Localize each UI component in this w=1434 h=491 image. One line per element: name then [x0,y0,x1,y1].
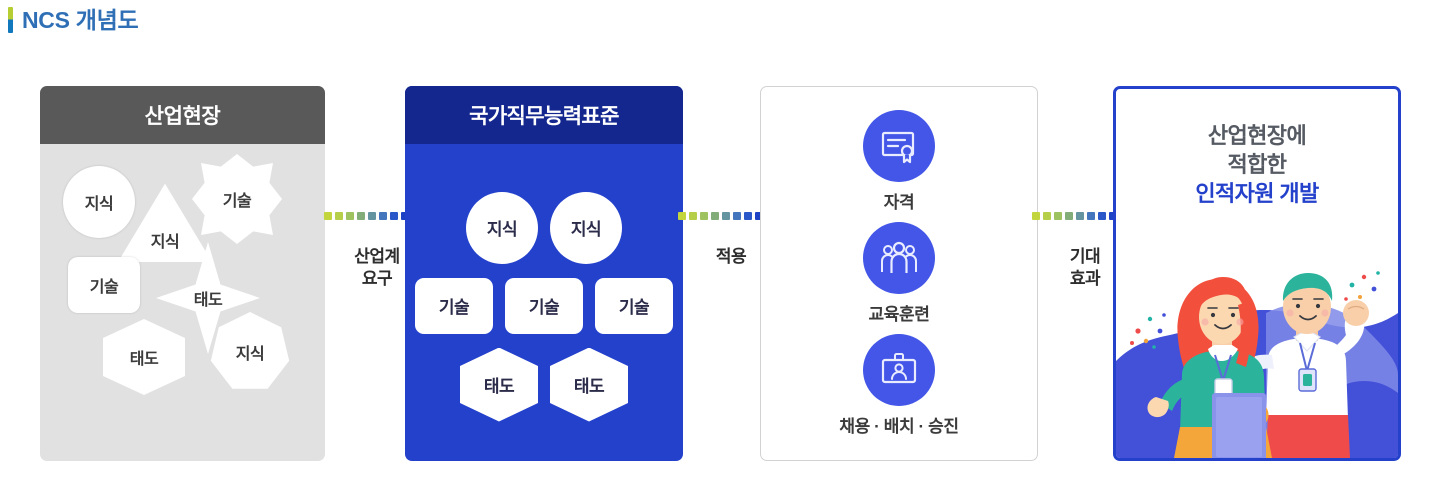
arrow-dash [324,212,332,220]
panel-ncs-body: 지식 지식 기술 기술 기술 태도 태도 [405,144,683,461]
ncs-skill-rect: 기술 [505,277,583,334]
people-group-icon [863,222,935,294]
arrow-label-expected-effect: 기대 효과 [1069,247,1101,288]
shape-label: 기술 [89,279,119,296]
arrow-dash [1098,212,1106,220]
ncs-attitude-hexagon: 태도 [550,347,628,422]
arrow-dash [346,212,354,220]
ncs-skill-rect: 기술 [415,277,493,334]
panel-application-outcomes: 자격 교육훈련 [760,86,1038,461]
arrow-dash [379,212,387,220]
ncs-knowledge-circle: 지식 [466,191,538,264]
shape-label: 태도 [193,292,223,309]
apply-label-qualification: 자격 [883,193,915,212]
arrow-dash [357,212,365,220]
arrow-dash [1076,212,1084,220]
arrow-apply-to-outcome: 기대 효과 [1030,78,1140,290]
certificate-icon [863,110,935,182]
arrow-dash [335,212,343,220]
arrow-dash [700,212,708,220]
arrow-dash [390,212,398,220]
shape-label: 태도 [129,351,159,368]
panel-expected-outcome: 산업현장에 적합한 인적자원 개발 [1113,86,1401,461]
apply-label-education-training: 교육훈련 [868,305,930,324]
outcome-line-3: 인적자원 개발 [1195,181,1319,207]
title-accent-bar [8,7,13,33]
arrow-dash [733,212,741,220]
panel-industry-body: 지식 지식 기술 기술 태도 태도 지식 [40,144,325,461]
apply-item-qualification: 자격 [863,110,935,213]
id-card-icon [862,334,935,406]
shape-label: 지식 [150,234,180,251]
arrow-dash [368,212,376,220]
outcome-line-1: 산업현장에 [1207,123,1307,148]
shape-knowledge-circle: 지식 [63,166,135,238]
arrow-dash [711,212,719,220]
ncs-knowledge-circle: 지식 [550,191,622,264]
panel-national-competency-standards: 국가직무능력표준 지식 지식 기술 기술 기술 태도 태도 [405,86,683,461]
ncs-skill-rect: 기술 [595,277,673,334]
apply-item-hiring-placement-promotion: 채용 · 배치 · 승진 [839,334,959,437]
arrow-label-application: 적용 [715,247,747,266]
shape-attitude-hexagon: 태도 [103,319,185,395]
ncs-concept-diagram: 산업현장 지식 지식 기술 기술 태도 태도 지식 [0,78,1434,478]
outcome-line-2: 적합한 [1227,152,1288,178]
page-title: NCS 개념도 [8,6,139,33]
outcome-headline: 산업현장에 적합한 인적자원 개발 [1116,121,1398,208]
arrow-dash [755,212,763,220]
shape-skill-burst: 기술 [192,154,282,244]
ncs-skill-row: 기술 기술 기술 [415,277,673,334]
ncs-attitude-row: 태도 태도 [460,347,628,422]
page-title-text: NCS 개념도 [22,6,139,33]
apply-label-hiring-placement-promotion: 채용 · 배치 · 승진 [839,417,959,436]
ncs-knowledge-row: 지식 지식 [466,191,622,264]
arrow-dash [689,212,697,220]
arrow-dash [744,212,752,220]
shape-label: 지식 [235,346,265,363]
panel-industry-field: 산업현장 지식 지식 기술 기술 태도 태도 지식 [40,86,325,461]
shape-knowledge-heptagon: 지식 [210,312,290,389]
shape-label: 지식 [84,196,114,213]
panel-ncs-header: 국가직무능력표준 [405,86,683,144]
arrow-dash [1087,212,1095,220]
ncs-attitude-hexagon: 태도 [460,347,538,422]
panel-industry-header: 산업현장 [40,86,325,144]
shape-label: 기술 [222,193,252,210]
arrow-dash [1043,212,1051,220]
arrow-dash [1032,212,1040,220]
arrow-dash [1065,212,1073,220]
arrow-dash [1054,212,1062,220]
arrow-dash [722,212,730,220]
arrow-label-industry-demand: 산업계 요구 [354,247,400,288]
two-people-illustration [1116,271,1398,458]
arrow-dash [678,212,686,220]
apply-item-education-training: 교육훈련 [863,222,935,325]
shape-skill-rect: 기술 [68,257,140,313]
